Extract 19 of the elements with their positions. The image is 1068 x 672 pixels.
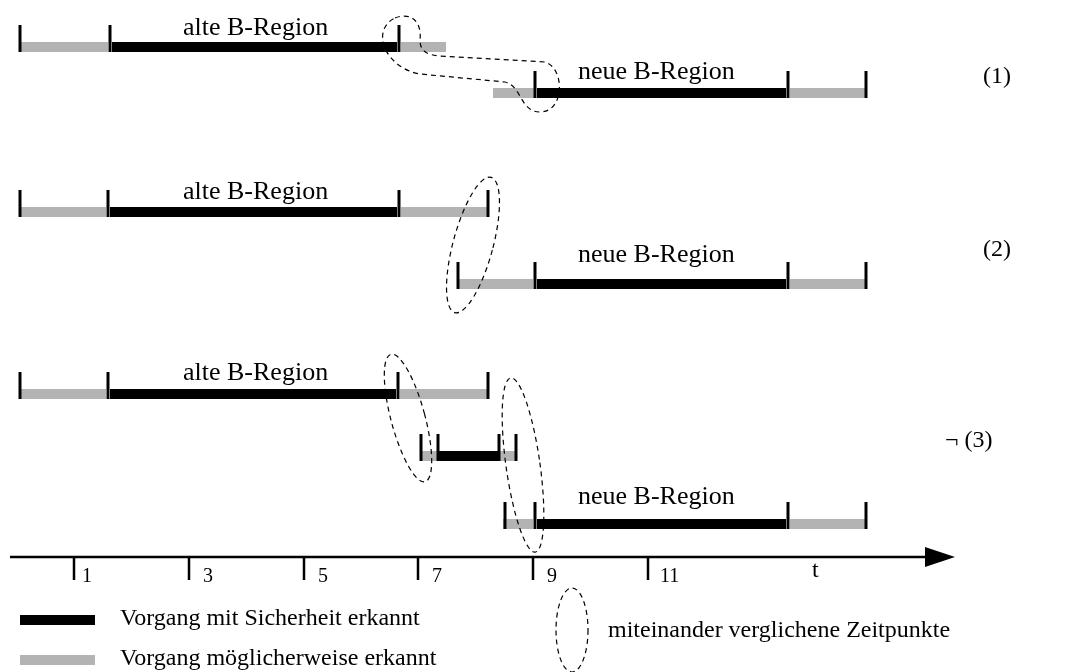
tick-label: 7 [432, 565, 442, 585]
legend-text: Vorgang möglicherweise erkannt [120, 645, 437, 669]
tick-label: 1 [82, 565, 92, 585]
case-label: ¬ (3) [945, 427, 993, 451]
region-label: neue B-Region [578, 483, 735, 509]
case-label: (2) [983, 236, 1011, 260]
region-label: neue B-Region [578, 241, 735, 267]
tick-label: 3 [203, 565, 213, 585]
legend-text: Vorgang mit Sicherheit erkannt [120, 605, 420, 629]
tick-label: 5 [318, 565, 328, 585]
case-label: (1) [983, 63, 1011, 87]
region-label: alte B-Region [183, 359, 329, 385]
region-label: alte B-Region [183, 14, 329, 40]
region-label: neue B-Region [578, 58, 735, 84]
region-label: alte B-Region [183, 178, 329, 204]
tick-label: 9 [547, 565, 557, 585]
tick-label: 11 [660, 565, 680, 585]
axis-label: t [812, 557, 819, 581]
legend-text: miteinander verglichene Zeitpunkte [608, 617, 951, 641]
